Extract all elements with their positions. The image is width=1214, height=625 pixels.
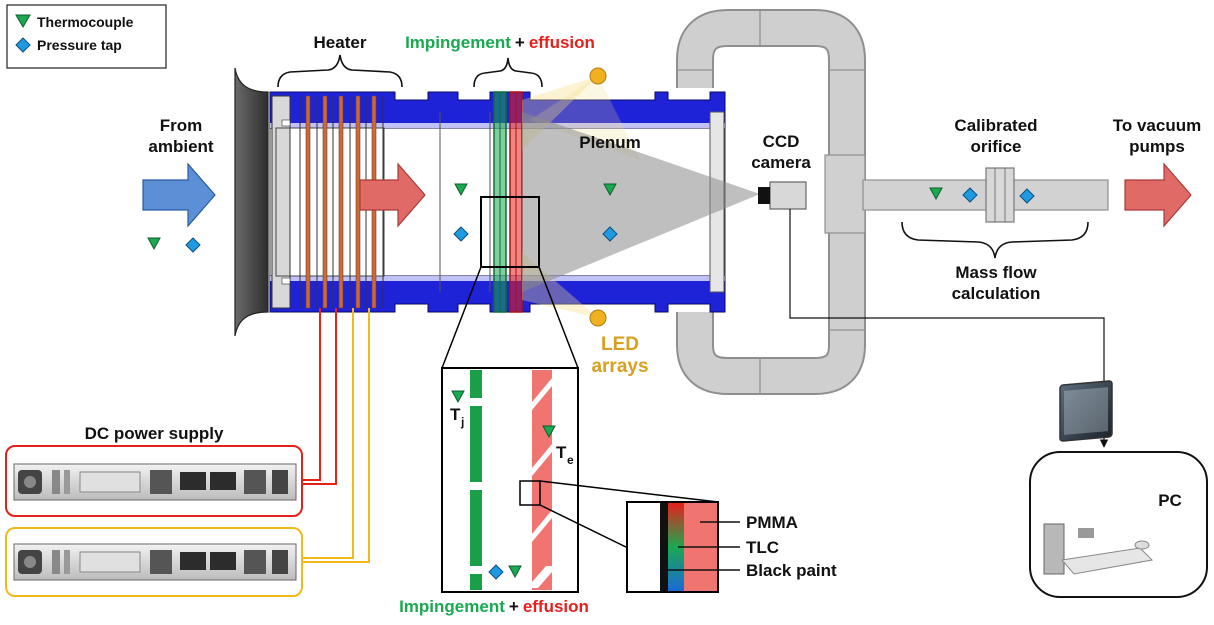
thermocouple-icon <box>15 14 31 28</box>
legend-pressure-tap-label: Pressure tap <box>37 37 122 53</box>
thermocouple-icon <box>147 237 161 251</box>
camera-lens <box>758 187 770 204</box>
outflow-arrow <box>1124 162 1192 228</box>
pressure-tap-icon <box>1019 188 1035 204</box>
thermocouple-icon <box>508 565 522 579</box>
ccd-label-2: camera <box>751 153 811 172</box>
pmma-label: PMMA <box>746 513 798 532</box>
pressure-tap-icon <box>453 226 469 242</box>
thermocouple-icon <box>929 187 943 201</box>
plates-brace <box>473 57 543 88</box>
impingement-effusion-title: Impingement+effusion <box>405 33 595 52</box>
camera-field-of-view <box>522 112 760 292</box>
plus-sign: + <box>515 33 525 52</box>
heater-brace <box>277 54 403 88</box>
bottom-plus-sign: + <box>509 597 519 616</box>
pressure-tap-icon <box>15 37 31 53</box>
thermocouple-icon <box>451 390 465 404</box>
surface-zoom-region <box>519 480 541 506</box>
dc-power-supply-yellow <box>5 527 303 597</box>
led-array-bottom <box>589 309 607 327</box>
computer-tower-icon <box>1043 523 1065 575</box>
thermocouple-icon <box>603 183 617 197</box>
bottom-impingement-word: Impingement <box>399 597 505 616</box>
duct-tee <box>824 154 866 234</box>
heater-label: Heater <box>314 33 367 52</box>
thermocouple-icon <box>542 425 556 439</box>
inflow-arrow <box>142 162 216 228</box>
ccd-label-1: CCD <box>763 132 800 151</box>
led-label-2: arrays <box>591 356 648 377</box>
pressure-tap-icon <box>602 226 618 242</box>
dc-power-supply-label: DC power supply <box>85 424 224 443</box>
legend-thermocouple-label: Thermocouple <box>37 14 134 30</box>
duct-loop <box>676 9 1109 395</box>
from-ambient-label-2: ambient <box>148 137 214 156</box>
bottom-impingement-effusion-title: Impingement+effusion <box>399 597 589 616</box>
led-label-1: LED <box>601 334 639 355</box>
black-paint-layer <box>660 503 668 591</box>
pc-label: PC <box>1158 491 1182 510</box>
tlc-layer <box>668 503 684 591</box>
tj-label-sub: j <box>460 415 464 429</box>
keyboard-icon <box>1061 547 1154 575</box>
mass-flow-label-1: Mass flow <box>955 263 1037 282</box>
pc-box <box>1029 380 1208 598</box>
heated-flow-arrow <box>359 162 426 228</box>
plate-detail-view: T j T e <box>441 367 579 593</box>
from-ambient-label-1: From <box>160 116 203 135</box>
ccd-camera <box>758 181 1109 448</box>
legend: Thermocouple Pressure tap <box>6 4 167 69</box>
plenum-label: Plenum <box>579 133 640 152</box>
te-label-sub: e <box>567 453 574 467</box>
mass-flow-label-2: calculation <box>952 284 1041 303</box>
legend-box <box>6 4 167 69</box>
thermocouple-icon <box>454 183 468 197</box>
pressure-tap-icon <box>962 187 978 203</box>
test-section <box>234 67 760 337</box>
mouse-icon <box>1134 540 1150 550</box>
dc-power-supply-red <box>5 445 303 517</box>
sensors <box>147 183 1035 253</box>
vacuum-label-2: pumps <box>1129 137 1185 156</box>
tlc-label: TLC <box>746 538 779 557</box>
impingement-plate-detail <box>470 370 482 590</box>
led-array-top <box>589 67 607 85</box>
black-paint-label: Black paint <box>746 561 837 580</box>
mass-flow-brace <box>901 221 1089 259</box>
pressure-tap-icon <box>488 564 504 580</box>
camera-body <box>769 181 807 210</box>
impingement-word: Impingement <box>405 33 511 52</box>
calibrated-orifice-label-1: Calibrated <box>954 116 1037 135</box>
surface-layer-detail <box>626 501 740 593</box>
monitor-icon <box>1059 380 1113 442</box>
calibrated-orifice-label-2: orifice <box>970 137 1021 156</box>
heater-wires <box>300 308 370 563</box>
effusion-word: effusion <box>529 33 595 52</box>
pressure-tap-icon <box>185 237 201 253</box>
vacuum-label-1: To vacuum <box>1113 116 1201 135</box>
inlet-bellmouth <box>234 67 269 337</box>
bottom-effusion-word: effusion <box>523 597 589 616</box>
tj-label-main: T <box>450 405 461 424</box>
te-label-main: T <box>556 443 567 462</box>
calibrated-orifice <box>985 167 1015 223</box>
zoom-region <box>480 196 540 268</box>
